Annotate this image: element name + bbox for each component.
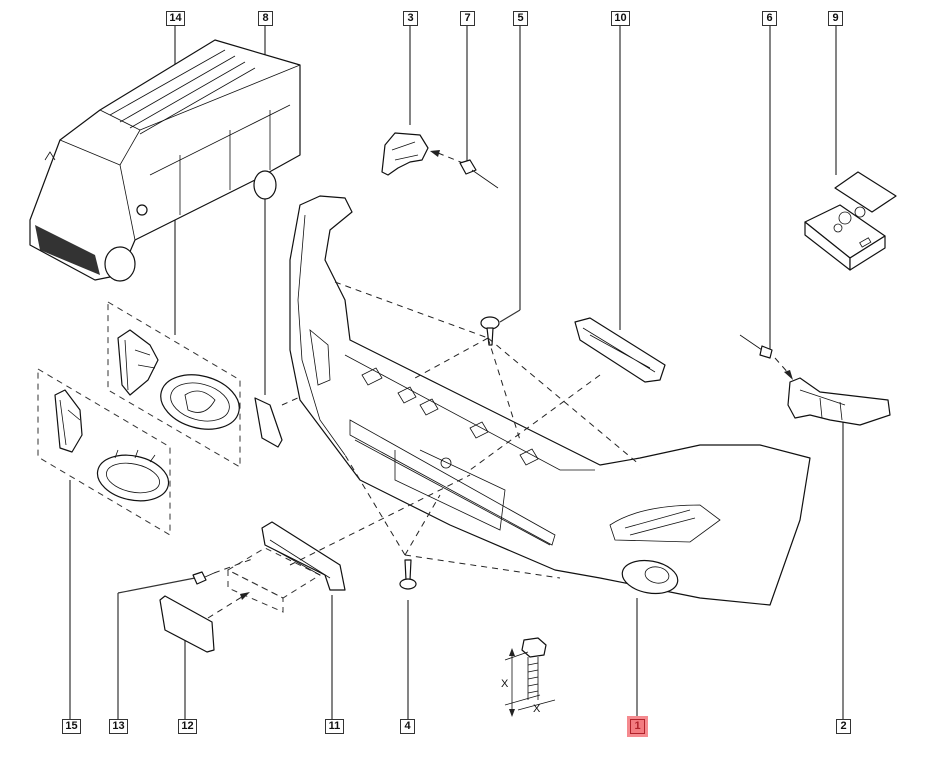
- callout-1-selected[interactable]: 1: [630, 719, 645, 734]
- callout-10[interactable]: 10: [611, 11, 630, 26]
- assembly-lines: [289, 281, 641, 579]
- callout-12[interactable]: 12: [178, 719, 197, 734]
- side-bracket-2: [787, 377, 891, 426]
- callout-8[interactable]: 8: [258, 11, 273, 26]
- callout-15[interactable]: 15: [62, 719, 81, 734]
- callout-14[interactable]: 14: [166, 11, 185, 26]
- callout-2[interactable]: 2: [836, 719, 851, 734]
- fog-lamp-group-14: [107, 301, 241, 468]
- rivet-7: [459, 159, 499, 189]
- callout-9[interactable]: 9: [828, 11, 843, 26]
- dimension-length-label: X: [501, 678, 509, 690]
- front-bumper-1: [289, 195, 811, 606]
- callout-13[interactable]: 13: [109, 719, 128, 734]
- callout-6[interactable]: 6: [762, 11, 777, 26]
- tow-cover-12: [159, 592, 250, 653]
- screw-4: [399, 559, 417, 590]
- center-bracket-10: [574, 317, 666, 383]
- bracket-3: [381, 132, 464, 176]
- bolt-13: [192, 557, 256, 585]
- dimension-diameter-label: X: [533, 703, 541, 715]
- plate-bracket-11: [226, 521, 346, 613]
- callout-11[interactable]: 11: [325, 719, 344, 734]
- bolt-dimension-diagram: [504, 637, 556, 717]
- callout-5[interactable]: 5: [513, 11, 528, 26]
- callout-4[interactable]: 4: [400, 719, 415, 734]
- callout-3[interactable]: 3: [403, 11, 418, 26]
- rivet-6: [739, 334, 793, 380]
- callout-7[interactable]: 7: [460, 11, 475, 26]
- fog-lamp-group-15: [37, 368, 171, 536]
- van-illustration: [29, 39, 301, 282]
- fixing-kit-box-9: [804, 171, 897, 271]
